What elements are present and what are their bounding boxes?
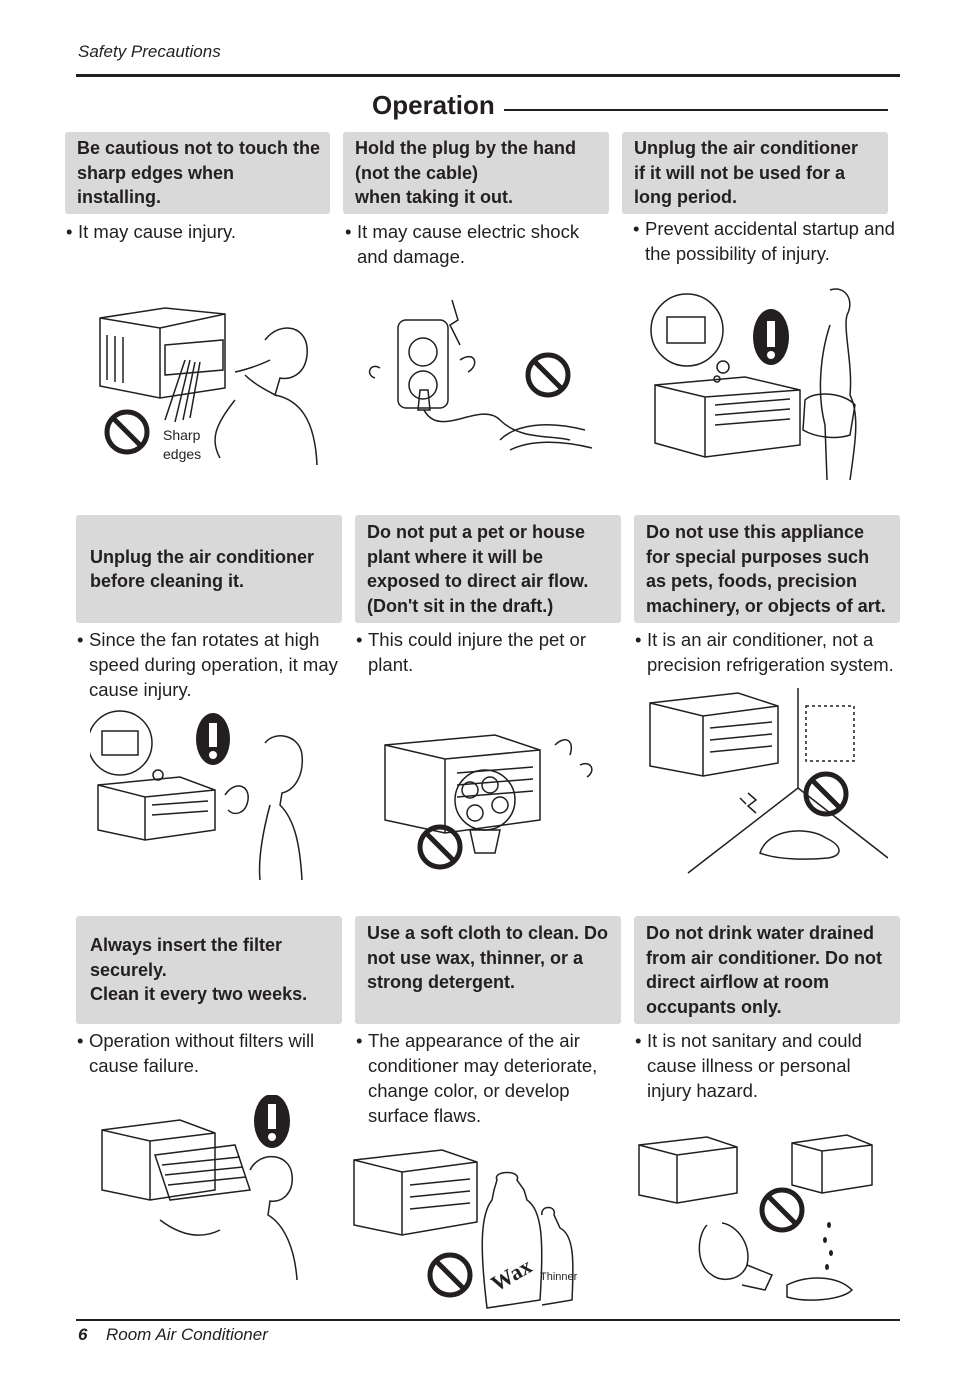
section-title-rule xyxy=(504,109,888,111)
plug-drawing xyxy=(368,299,593,451)
filter-illustration xyxy=(100,1095,310,1280)
plant-illustration xyxy=(375,725,600,880)
caution-note: Prevent accidental startup and the possi… xyxy=(633,216,915,266)
caution-heading-text: Do not use this appliance for special pu… xyxy=(646,522,886,616)
caution-note: Operation without filters will cause fai… xyxy=(77,1028,344,1078)
caution-heading: Unplug the air conditioner before cleani… xyxy=(76,515,342,623)
drain-water-illustration xyxy=(637,1125,892,1310)
caution-heading: Unplug the air conditioner if it will no… xyxy=(622,132,888,214)
prohibition-icon xyxy=(104,409,150,455)
prohibition-icon xyxy=(417,824,463,870)
caution-heading: Use a soft cloth to clean. Do not use wa… xyxy=(355,916,621,1024)
prohibition-icon xyxy=(427,1252,473,1298)
caution-heading-text: Always insert the filter securely. Clean… xyxy=(90,935,308,1005)
prohibition-icon xyxy=(803,771,849,817)
prohibition-icon xyxy=(525,352,571,398)
caution-note: This could injure the pet or plant. xyxy=(356,627,623,677)
sharp-edges-illustration: Sharp edges xyxy=(95,300,325,470)
caution-heading: Do not drink water drained from air cond… xyxy=(634,916,900,1024)
special-purpose-drawing xyxy=(649,688,888,874)
caution-heading-text: Unplug the air conditioner before cleani… xyxy=(90,546,314,592)
cleaning-drawing xyxy=(90,710,303,880)
thinner-label: Thinner xyxy=(540,1271,578,1283)
drain-water-drawing xyxy=(638,1134,873,1301)
caution-heading-text: Unplug the air conditioner if it will no… xyxy=(634,138,858,208)
sharp-edges-label-1: Sharp xyxy=(163,427,201,443)
caution-heading: Do not put a pet or house plant where it… xyxy=(355,515,621,623)
plant-drawing xyxy=(384,734,593,870)
header-divider xyxy=(76,74,900,77)
footer-title: Room Air Conditioner xyxy=(106,1325,268,1344)
filter-drawing xyxy=(101,1095,298,1280)
caution-heading: Hold the plug by the hand (not the cable… xyxy=(343,132,609,214)
caution-heading-text: Be cautious not to touch the sharp edges… xyxy=(77,138,320,208)
caution-note: Since the fan rotates at high speed duri… xyxy=(77,627,359,702)
plug-illustration xyxy=(360,290,600,470)
caution-heading-text: Hold the plug by the hand (not the cable… xyxy=(355,138,576,208)
caution-note: It is an air conditioner, not a precisio… xyxy=(635,627,909,677)
caution-note: It may cause injury. xyxy=(66,219,348,244)
caution-heading: Always insert the filter securely. Clean… xyxy=(76,916,342,1024)
wax-thinner-drawing: Wax Thinner xyxy=(353,1149,578,1309)
caution-heading-text: Do not put a pet or house plant where it… xyxy=(367,522,589,616)
cleaning-illustration xyxy=(90,705,330,880)
wax-thinner-illustration: Wax Thinner xyxy=(352,1140,582,1310)
sharp-edges-label-2: edges xyxy=(163,446,201,462)
footer-divider xyxy=(76,1319,900,1321)
caution-note: The appearance of the air conditioner ma… xyxy=(356,1028,618,1128)
caution-note: It is not sanitary and could cause illne… xyxy=(635,1028,897,1103)
header-section-label: Safety Precautions xyxy=(78,42,221,61)
sharp-edges-drawing: Sharp edges xyxy=(99,307,318,466)
wax-label: Wax xyxy=(487,1253,537,1296)
long-period-drawing xyxy=(650,288,857,481)
prohibition-icon xyxy=(759,1187,805,1233)
caution-heading-text: Use a soft cloth to clean. Do not use wa… xyxy=(367,923,609,992)
footer-page-number: 6 xyxy=(78,1325,88,1344)
caution-heading: Be cautious not to touch the sharp edges… xyxy=(65,132,330,214)
caution-heading: Do not use this appliance for special pu… xyxy=(634,515,900,623)
special-purpose-illustration xyxy=(648,688,888,878)
long-period-illustration xyxy=(645,285,870,485)
section-title: Operation xyxy=(372,90,495,120)
caution-note: It may cause electric shock and damage. xyxy=(345,219,612,269)
caution-heading-text: Do not drink water drained from air cond… xyxy=(646,923,883,1017)
